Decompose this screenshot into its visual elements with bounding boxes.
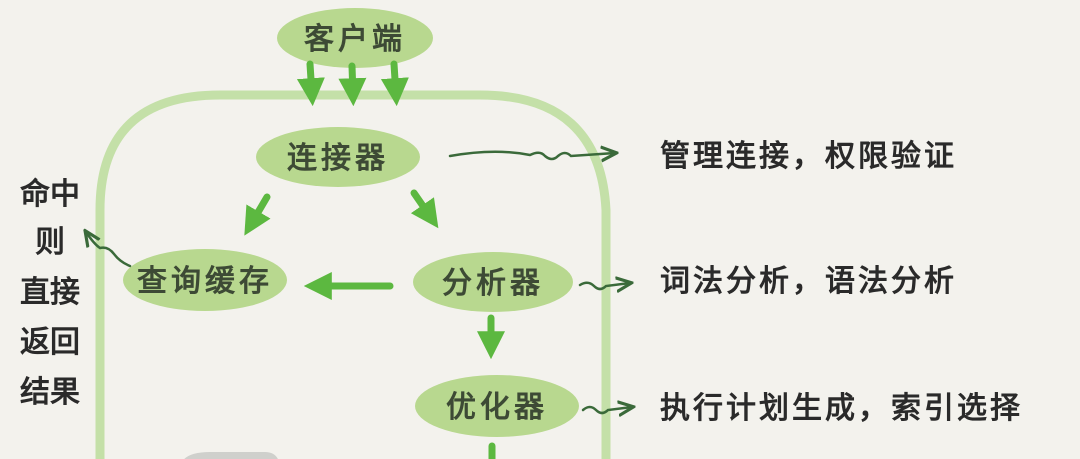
- side-note-line: 直接: [20, 275, 80, 310]
- pointer-connector-note: [448, 152, 615, 159]
- node-optimizer: 优化器: [415, 375, 579, 437]
- note-connector: 管理连接，权限验证: [660, 139, 957, 174]
- pointer-analyzer-note: [578, 283, 630, 289]
- note-optimizer: 执行计划生成，索引选择: [660, 391, 1023, 426]
- pointer-optimizer-note: [581, 407, 632, 413]
- note-analyzer: 词法分析，语法分析: [660, 264, 957, 299]
- client-connector-arrows: [296, 60, 409, 107]
- node-connector: 连接器: [256, 127, 420, 187]
- next-stage-hint: [184, 452, 278, 459]
- side-note-line: 命中: [20, 177, 80, 212]
- side-note-line: 则: [35, 225, 65, 260]
- node-query-cache: 查询缓存: [123, 249, 287, 311]
- arrow-connector-to-cache: [244, 193, 271, 236]
- pointer-cache-side-note: [86, 232, 132, 268]
- side-note-line: 返回: [20, 325, 80, 360]
- node-query-cache-label: 查询缓存: [137, 264, 273, 299]
- node-client-label: 客户端: [304, 22, 406, 57]
- node-connector-label: 连接器: [287, 141, 389, 176]
- arrow-connector-to-analyzer: [410, 189, 439, 229]
- side-note: 命中 则 直接 返回 结果: [20, 177, 80, 410]
- node-analyzer: 分析器: [413, 252, 573, 312]
- side-note-line: 结果: [20, 375, 80, 410]
- node-optimizer-label: 优化器: [446, 390, 548, 425]
- node-client: 客户端: [277, 8, 433, 68]
- node-analyzer-label: 分析器: [442, 266, 544, 301]
